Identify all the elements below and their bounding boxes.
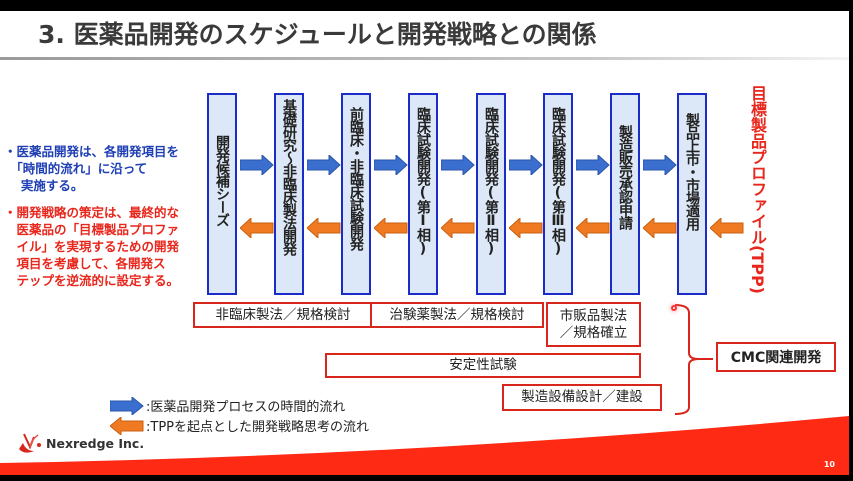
stage-preclinical: 前臨床・非臨床試験開発 [341,93,371,295]
backward-arrow-icon [509,218,543,238]
forward-arrow-icon [576,155,610,175]
cmc-stability-label: 安定性試験 [449,357,517,373]
note-line: 「時間的流れ」に沿って [4,161,148,176]
cmc-nonclinical-label: 非臨床製法／規格検討 [215,306,351,323]
note-line: 項目を考慮して、各開発ス [4,256,166,271]
note-line: ・開発戦略の策定は、最終的な [4,205,180,220]
cmc-facility-box: 製造設備設計／建設 [502,384,662,411]
cmc-nonclinical-box: 非臨床製法／規格検討 [193,302,373,328]
company-logo: Nexredge Inc. [16,431,144,455]
cmc-clinical-label: 治験薬製法／規格検討 [389,306,525,323]
stage-label: 臨床試験開発(第Ⅰ相) [415,107,431,256]
stage-label: 製造販売承認申請 [617,125,633,229]
tpp-label-abbr: (TPP) [748,245,767,294]
title-divider [0,57,849,60]
cursor-dot [671,305,677,311]
cmc-commercial-line1: 市販品製法 [559,307,628,324]
forward-arrow-icon [240,155,274,175]
backward-arrow-icon [110,416,144,435]
stage-phase-3: 臨床試験開発(第Ⅲ相) [543,93,573,295]
forward-arrow-icon [441,155,475,175]
cmc-commercial-line2: ／規格確立 [559,324,628,341]
legend-forward-label: :医薬品開発プロセスの時間的流れ [146,400,346,415]
backward-arrow-icon [374,218,408,238]
nexredge-logo-icon [19,433,41,453]
backward-arrow-icon [307,218,341,238]
note-line: 実施する。 [4,178,84,193]
note-time-flow: ・医薬品開発は、各開発項目を 「時間的流れ」に沿って 実施する。 [4,143,214,194]
backward-arrow-icon [643,218,677,238]
backward-arrow-icon [576,218,610,238]
stage-phase-2: 臨床試験開発(第Ⅱ相) [476,93,506,295]
stage-label: 開発候補シーズ [214,135,230,226]
page-title: 3. 医薬品開発のスケジュールと開発戦略との関係 [38,20,597,49]
company-name: Nexredge Inc. [46,435,145,451]
forward-arrow-icon [307,155,341,175]
backward-arrow-icon [710,218,744,238]
legend-forward: :医薬品開発プロセスの時間的流れ [110,396,345,415]
forward-arrow-icon [110,396,144,415]
bracket-icon [674,304,713,415]
forward-arrow-icon [643,155,677,175]
cmc-stability-box: 安定性試験 [325,353,641,378]
stage-approval: 製造販売承認申請 [610,93,640,295]
note-line: イル」を実現するための開発 [4,239,180,254]
stage-label: 臨床試験開発(第Ⅲ相) [550,107,566,256]
backward-arrow-icon [240,218,274,238]
stage-label: 前臨床・非臨床試験開発 [348,107,364,250]
stage-phase-1: 臨床試験開発(第Ⅰ相) [408,93,438,295]
stage-label: 製品上市・市場適用 [684,113,700,230]
stage-basic-research: 基礎研究～非臨床製法開発 [274,93,304,295]
forward-arrow-icon [509,155,543,175]
slide: 3. 医薬品開発のスケジュールと開発戦略との関係 ・医薬品開発は、各開発項目を … [0,11,849,475]
stage-launch: 製品上市・市場適用 [677,93,707,295]
backward-arrow-icon [441,218,475,238]
page-number: 10 [823,460,835,469]
note-strategy: ・開発戦略の策定は、最終的な 医薬品の「目標製品プロファ イル」を実現するための… [4,204,214,289]
cmc-group-label: CMC関連開発 [716,342,836,372]
note-line: ・医薬品開発は、各開発項目を [4,144,180,159]
stage-label: 臨床試験開発(第Ⅱ相) [483,107,499,256]
tpp-label: 目標製品プロファイル(TPP) [745,85,769,294]
legend-backward-label: :TPPを起点とした開発戦略思考の流れ [146,420,369,435]
stage-candidate-seeds: 開発候補シーズ [207,93,237,295]
footer-band [0,416,849,475]
note-line: 医薬品の「目標製品プロファ [4,222,180,237]
cmc-facility-label: 製造設備設計／建設 [521,389,643,405]
tpp-label-ja: 目標製品プロファイル [748,85,767,245]
stage-label: 基礎研究～非臨床製法開発 [281,99,297,255]
note-line: テップを逆流的に設定する。 [4,273,180,288]
cmc-clinical-box: 治験薬製法／規格検討 [370,302,544,328]
legend-backward: :TPPを起点とした開発戦略思考の流れ [110,416,369,435]
cmc-commercial-box: 市販品製法／規格確立 [546,302,641,347]
forward-arrow-icon [374,155,408,175]
